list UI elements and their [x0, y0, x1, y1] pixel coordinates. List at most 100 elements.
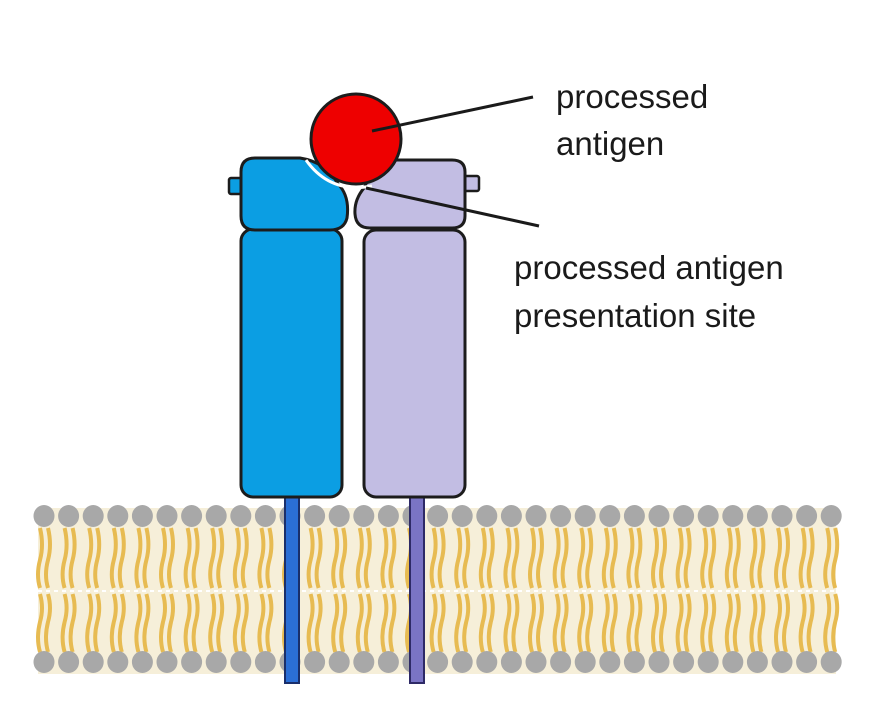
lipid-tail	[528, 593, 536, 653]
lipid-head	[328, 505, 350, 527]
lipid-tail	[659, 593, 667, 653]
lipid-tail	[626, 593, 635, 653]
lipid-tail	[651, 527, 659, 589]
lipid-head	[427, 505, 449, 527]
lipid-tail	[68, 593, 77, 653]
lipid-tail	[806, 527, 815, 589]
lipid-tail	[536, 527, 544, 589]
lipid-head	[623, 505, 645, 527]
left-chain-transmembrane-tail	[284, 494, 300, 684]
lipid-tail	[585, 593, 594, 653]
lipid-head	[230, 505, 252, 527]
lipid-tail	[774, 527, 782, 589]
lipid-tail	[552, 593, 561, 653]
lipid-tail	[478, 593, 487, 653]
lipid-tail	[429, 527, 438, 589]
lipid-tail	[339, 593, 348, 653]
antigen-label-line-2: antigen	[556, 125, 664, 162]
lipid-tail	[528, 527, 536, 589]
lipid-bilayer-membrane	[33, 505, 842, 674]
lipid-tail	[757, 527, 766, 589]
lipid-tail	[134, 527, 143, 589]
lipid-tail	[167, 527, 175, 589]
lipid-head	[525, 651, 547, 673]
lipid-tail	[44, 527, 52, 589]
lipid-tail	[486, 527, 495, 589]
lipid-tail	[560, 593, 569, 653]
lipid-head	[796, 651, 818, 673]
lipid-head	[304, 505, 326, 527]
lipid-head	[550, 651, 572, 673]
lipid-tail	[700, 593, 709, 653]
lipid-tail	[798, 593, 807, 653]
lipid-head	[820, 505, 842, 527]
lipid-head	[500, 505, 522, 527]
lipid-tail	[609, 593, 618, 653]
lipid-head	[623, 651, 645, 673]
lipid-tail	[454, 527, 463, 589]
lipid-tail	[634, 593, 643, 653]
lipid-tail	[257, 527, 266, 589]
lipid-tail	[44, 593, 52, 653]
presentation-site-label-line-1: processed antigen	[514, 249, 784, 286]
lipid-tail	[85, 593, 94, 653]
lipid-tail	[68, 527, 77, 589]
lipid-tail	[36, 527, 44, 589]
lipid-head	[771, 651, 793, 673]
lipid-head	[820, 651, 842, 673]
lipid-head	[476, 651, 498, 673]
lipid-tail	[117, 593, 126, 653]
lipid-tail	[85, 527, 94, 589]
lipid-head	[304, 651, 326, 673]
lipid-head	[82, 505, 104, 527]
lipid-tail	[388, 593, 397, 653]
lipid-tail	[109, 593, 118, 653]
lipid-tail	[749, 593, 758, 653]
lipid-tail	[339, 527, 348, 589]
lipid-head	[107, 651, 129, 673]
lipid-tail	[782, 527, 790, 589]
lipid-head	[451, 651, 473, 673]
lipid-head	[230, 651, 252, 673]
lipid-head	[328, 651, 350, 673]
lipid-head	[254, 651, 276, 673]
lipid-tail	[659, 527, 667, 589]
lipid-head	[796, 505, 818, 527]
lipid-tail	[831, 527, 840, 589]
lipid-head	[746, 651, 768, 673]
lipid-tail	[675, 527, 684, 589]
lipid-tail	[191, 593, 200, 653]
lipid-tail	[191, 527, 200, 589]
lipid-head	[181, 505, 203, 527]
lipid-tail	[257, 593, 266, 653]
lipid-tail	[380, 593, 389, 653]
processed-antigen-circle	[309, 92, 403, 186]
lipid-head	[254, 505, 276, 527]
lipid-tail	[159, 593, 167, 653]
lipid-tail	[183, 593, 192, 653]
lipid-tail	[109, 527, 118, 589]
lipid-head	[107, 505, 129, 527]
lipid-head	[156, 505, 178, 527]
lipid-tail	[823, 527, 832, 589]
lipid-head	[673, 505, 695, 527]
lipid-tail	[216, 527, 225, 589]
lipid-tail	[93, 593, 102, 653]
lipid-head	[599, 651, 621, 673]
lipid-tail	[363, 593, 372, 653]
membrane-background	[38, 508, 836, 674]
lipid-tail	[183, 527, 192, 589]
lipid-head	[500, 651, 522, 673]
lipid-tail	[724, 527, 733, 589]
lipid-head	[697, 651, 719, 673]
lipid-tail	[36, 593, 44, 653]
lipid-tail	[355, 527, 364, 589]
antigen-binding-groove	[304, 159, 373, 189]
lipid-tail	[724, 593, 733, 653]
lipid-head	[427, 651, 449, 673]
lipid-tail	[208, 527, 217, 589]
lipid-tail	[577, 593, 586, 653]
lipid-tail	[208, 593, 217, 653]
lipid-head	[131, 505, 153, 527]
